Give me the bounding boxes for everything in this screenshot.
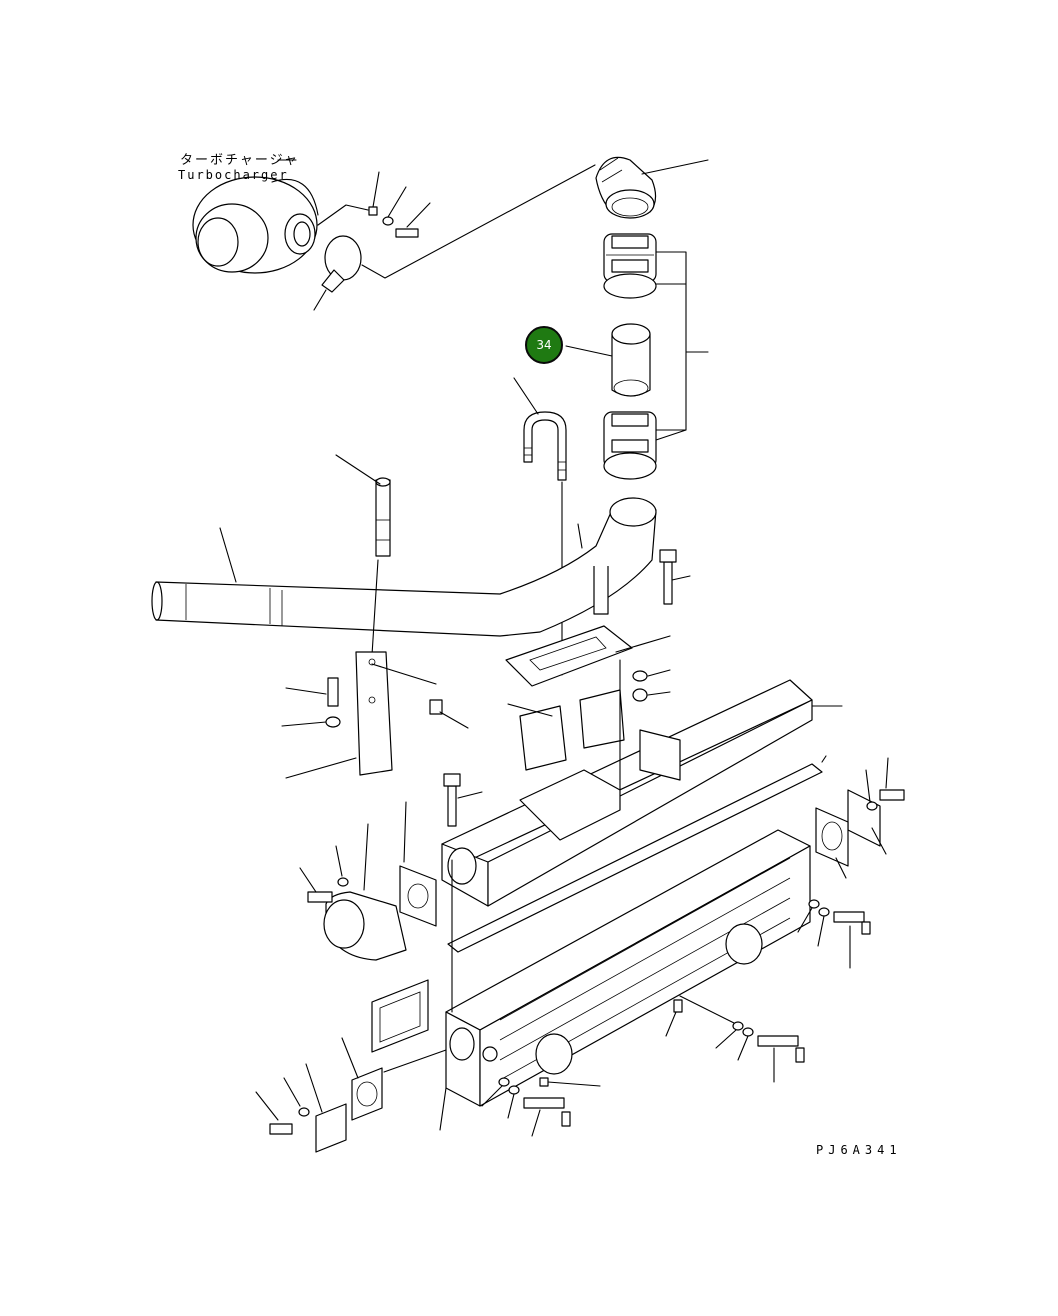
aftercooler-core xyxy=(439,829,811,1131)
bolt-duct xyxy=(443,773,483,827)
cover-flange-right xyxy=(815,757,905,879)
cover-flange-left xyxy=(255,979,429,1153)
outlet-elbow xyxy=(299,801,437,961)
bolts-bottom xyxy=(481,995,805,1137)
callout-34[interactable]: 34 xyxy=(525,326,563,364)
intake-duct xyxy=(441,659,843,907)
cover-plate xyxy=(505,625,633,771)
hose-clamp-upper xyxy=(603,233,657,299)
air-pipe xyxy=(151,497,657,637)
clamp xyxy=(313,235,362,311)
turbocharger-label-jp: ターボチャージャ xyxy=(180,153,299,168)
clamp-leader xyxy=(655,251,709,441)
bolt-washer-set-top xyxy=(317,171,431,238)
bolts-right xyxy=(797,899,871,969)
gasket-strip xyxy=(447,755,827,953)
hose-clamp-lower xyxy=(603,411,657,480)
leader-line xyxy=(361,164,596,279)
mounting-bracket xyxy=(281,651,469,779)
elbow-pipe xyxy=(595,156,709,219)
hose-34 xyxy=(565,323,651,397)
turbocharger-label-en: Turbocharger xyxy=(178,168,289,182)
turbocharger xyxy=(192,159,319,274)
leader-line xyxy=(383,1049,447,1073)
washers-right xyxy=(615,549,691,702)
rod-assembly xyxy=(335,454,391,656)
drawing-code: PJ6A341 xyxy=(816,1143,902,1157)
